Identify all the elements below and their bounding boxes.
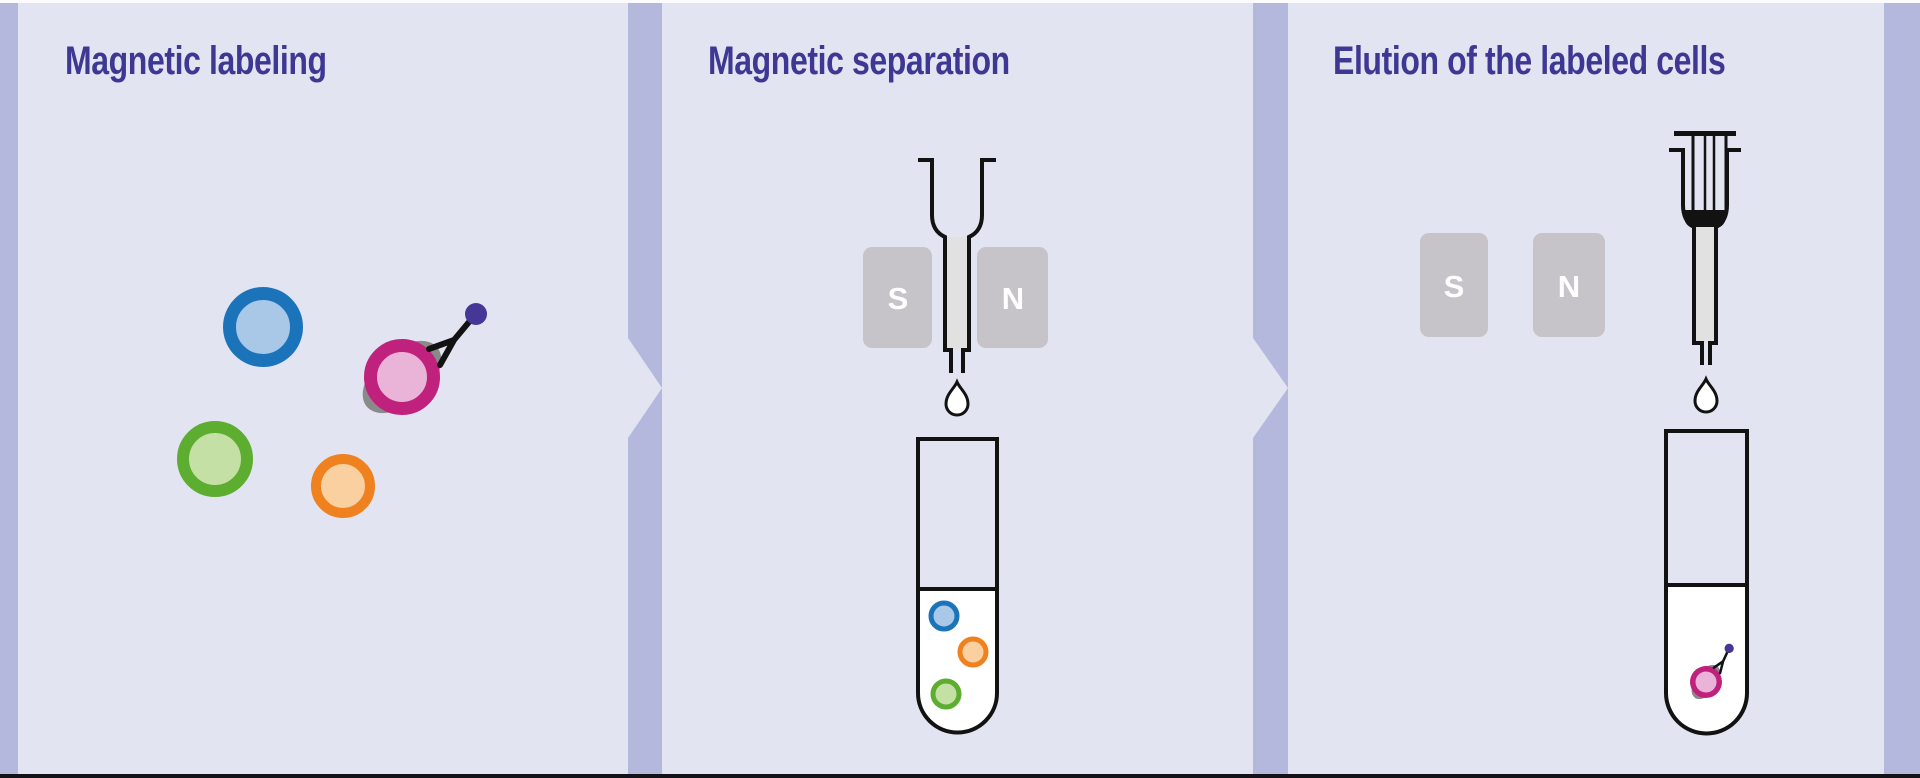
- cell-orange-icon: [311, 454, 375, 518]
- elution-column-right-wall: [1708, 148, 1741, 365]
- panel-2-title: Magnetic separation: [708, 39, 1010, 83]
- magnet-south-label: S: [888, 281, 909, 316]
- separation-column-right-wall: [961, 158, 996, 373]
- magnet-south-separated: [1420, 233, 1488, 337]
- tube-liquid: [1666, 585, 1747, 734]
- collection-tube: [1664, 429, 1749, 736]
- magnet-south-separated-label: S: [1444, 269, 1465, 304]
- plunger-seal: [1684, 210, 1726, 229]
- plunger-handle-bar: [1674, 131, 1736, 136]
- tube-cell-green-icon: [930, 678, 962, 710]
- labeled-cell-magenta-icon: [349, 303, 487, 427]
- droplet-icon: [1693, 375, 1719, 414]
- magnet-north: [977, 247, 1048, 348]
- cell-green-icon: [177, 421, 253, 497]
- magnet-north-label: N: [1002, 281, 1024, 316]
- magnet-north-separated: [1533, 233, 1605, 337]
- tube-cell-orange-icon: [957, 636, 989, 668]
- bottom-border: [0, 774, 1920, 778]
- elution-illustration: S N: [1420, 131, 1749, 736]
- separation-column-left-wall: [918, 158, 953, 373]
- cell-blue-icon: [223, 287, 303, 367]
- panel-magnetic-labeling: Magnetic labeling: [18, 3, 628, 774]
- tube-cell-blue-icon: [928, 600, 960, 632]
- panel-1-title: Magnetic labeling: [65, 39, 327, 83]
- magnet-north-separated-label: N: [1558, 269, 1580, 304]
- magnetic-labeling-illustration: [177, 287, 487, 518]
- magnetic-separation-illustration: S N: [863, 158, 1048, 735]
- top-border: [0, 0, 1920, 3]
- collection-tube: [916, 437, 999, 735]
- elution-column-left-wall: [1669, 148, 1704, 365]
- panel-elution: Elution of the labeled cells: [1288, 3, 1884, 774]
- separation-column-matrix: [947, 237, 967, 350]
- elution-column-matrix: [1696, 227, 1714, 343]
- panel-3-title: Elution of the labeled cells: [1333, 39, 1726, 83]
- droplet-icon: [944, 378, 970, 417]
- magnet-south: [863, 247, 932, 348]
